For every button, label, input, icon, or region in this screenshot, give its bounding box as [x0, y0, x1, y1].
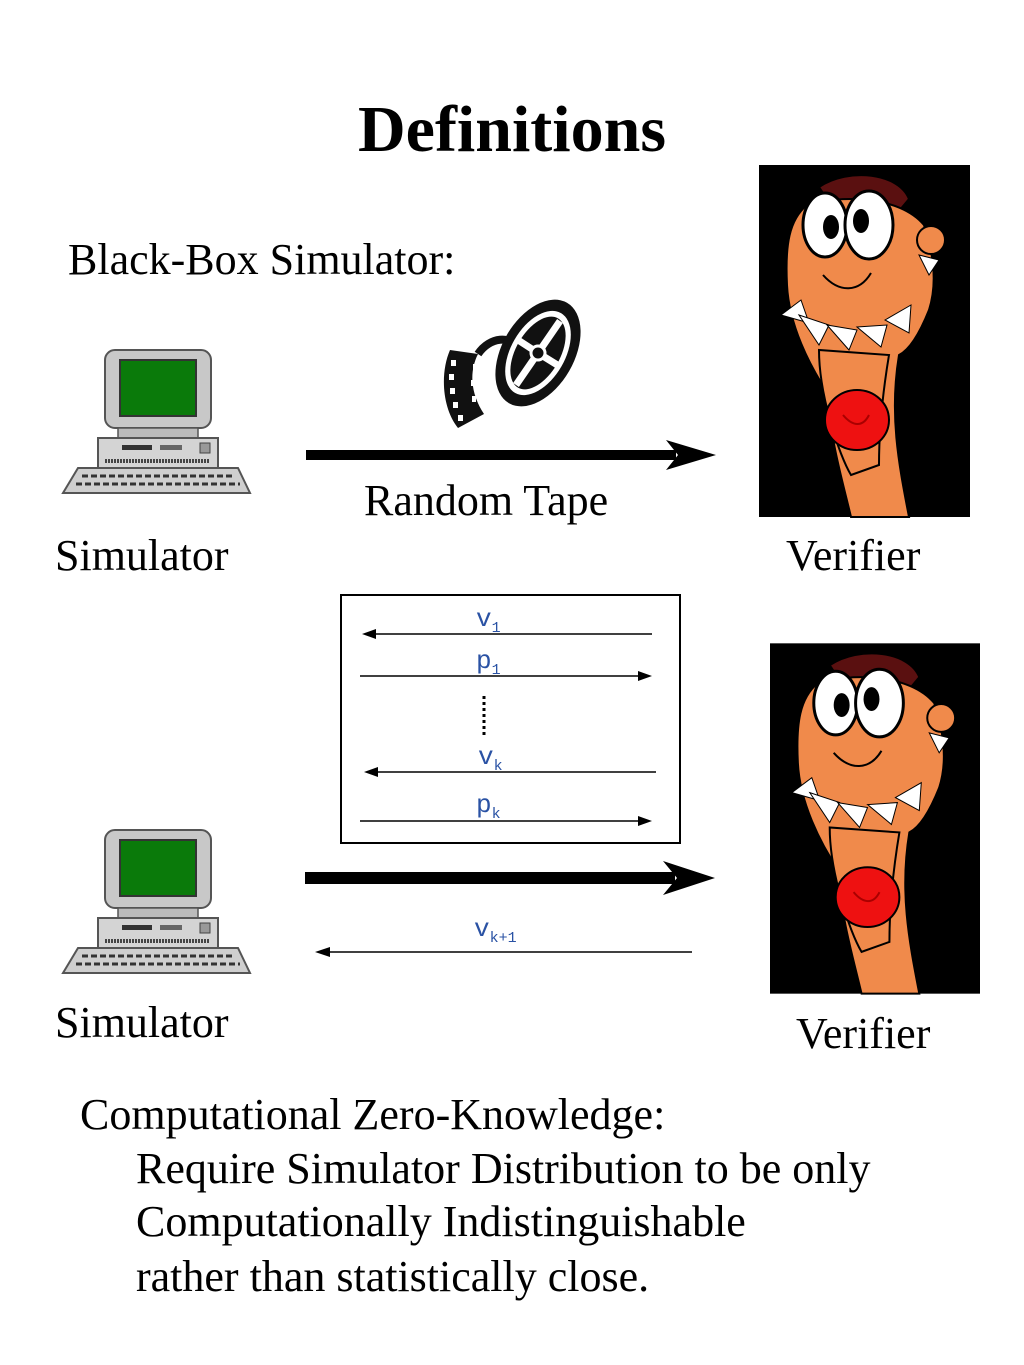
- message-vk1: vk+1: [474, 914, 517, 947]
- message-vk: vk: [478, 742, 503, 775]
- section-subtitle: Black-Box Simulator:: [68, 235, 456, 284]
- page-title: Definitions: [357, 93, 667, 166]
- definition-line: rather than statistically close.: [136, 1252, 650, 1301]
- simulator-label-bottom: Simulator: [55, 998, 229, 1047]
- computer-icon: [61, 829, 252, 974]
- message-v1: v1: [476, 604, 501, 637]
- transcript-box: [340, 594, 681, 844]
- random-tape-label: Random Tape: [364, 476, 609, 525]
- definition-line: Computationally Indistinguishable: [136, 1197, 746, 1246]
- message-p1: p1: [476, 646, 501, 679]
- verifier-face-icon: [770, 643, 980, 995]
- verifier-label-top: Verifier: [786, 531, 921, 580]
- random-tape-arrow: [306, 440, 716, 470]
- film-reel-icon: [443, 299, 581, 428]
- reply-arrow: [315, 947, 692, 957]
- computer-icon: [61, 349, 252, 494]
- definition-heading: Computational Zero-Knowledge:: [80, 1090, 666, 1139]
- message-pk: pk: [476, 790, 501, 823]
- simulator-label-top: Simulator: [55, 531, 229, 580]
- transcript-arrow: [305, 861, 715, 895]
- definition-line: Require Simulator Distribution to be onl…: [136, 1144, 871, 1193]
- verifier-face-icon: [759, 165, 970, 518]
- verifier-label-bottom: Verifier: [796, 1009, 931, 1058]
